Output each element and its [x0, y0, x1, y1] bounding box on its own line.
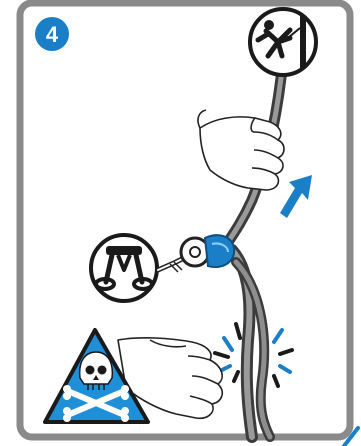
step-number: 4: [46, 22, 59, 47]
harness-icon: [91, 235, 157, 301]
belay-device: [181, 235, 234, 267]
falling-climber-icon: [250, 9, 316, 75]
step-number-badge: 4: [35, 17, 69, 51]
